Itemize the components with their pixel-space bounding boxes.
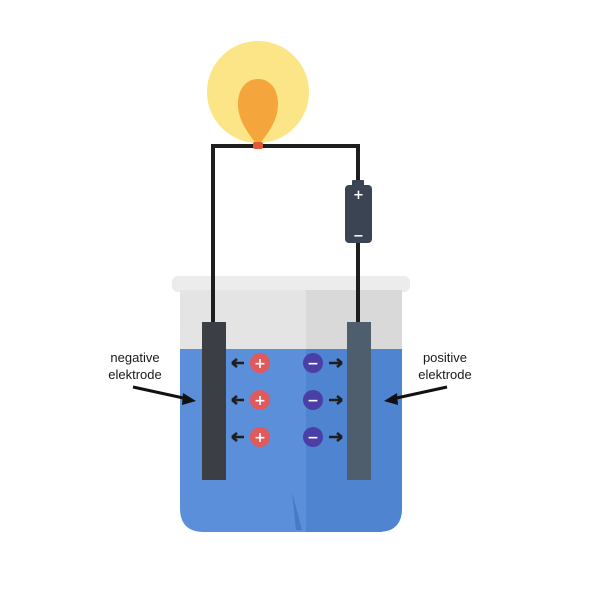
- arrow-left-icon: [231, 358, 244, 368]
- circuit-wire: [211, 144, 360, 322]
- negative-electrode-label: negative elektrode: [108, 350, 196, 405]
- svg-text:−: −: [307, 393, 319, 409]
- glass-reflection: [292, 492, 302, 530]
- arrow-right-icon: [329, 395, 343, 405]
- positive-electrode-label: positive elektrode: [384, 350, 472, 405]
- battery-body: [345, 185, 372, 243]
- anion-2: −: [303, 390, 343, 410]
- arrow-left-icon: [231, 395, 244, 405]
- battery-plus-sign: +: [353, 188, 364, 203]
- negative-electrode: [202, 322, 226, 480]
- wire-left: [211, 144, 254, 322]
- arrow-left-icon: [231, 432, 244, 442]
- cation-1: +: [231, 353, 270, 373]
- svg-text:+: +: [254, 356, 266, 372]
- pointer-arrow-icon: [132, 385, 189, 401]
- svg-text:−: −: [307, 356, 319, 372]
- bulb-contact: [253, 142, 263, 149]
- battery-terminal: [352, 180, 364, 186]
- negative-label-line1: negative: [110, 350, 159, 365]
- cation-2: +: [231, 390, 270, 410]
- bulb-flame-icon: [238, 79, 278, 146]
- svg-text:−: −: [307, 430, 319, 446]
- negative-label-line2: elektrode: [108, 367, 161, 382]
- wire-right-top: [262, 144, 360, 184]
- anion-3: −: [303, 427, 343, 447]
- anion-1: −: [303, 353, 343, 373]
- arrow-right-icon: [329, 358, 343, 368]
- cation-3: +: [231, 427, 270, 447]
- svg-text:+: +: [254, 393, 266, 409]
- light-bulb: [207, 41, 309, 149]
- svg-text:+: +: [254, 430, 266, 446]
- pointer-arrowhead-icon: [384, 393, 398, 405]
- cations: + + +: [231, 353, 270, 447]
- positive-electrode: [347, 322, 371, 480]
- positive-label-line1: positive: [423, 350, 467, 365]
- pointer-arrow-icon: [391, 385, 448, 401]
- beaker-rim: [172, 276, 410, 292]
- anions: − − −: [303, 353, 343, 447]
- battery: + −: [345, 180, 372, 244]
- positive-label-line2: elektrode: [418, 367, 471, 382]
- battery-minus-sign: −: [353, 229, 364, 244]
- arrow-right-icon: [329, 432, 343, 442]
- pointer-arrowhead-icon: [182, 393, 196, 405]
